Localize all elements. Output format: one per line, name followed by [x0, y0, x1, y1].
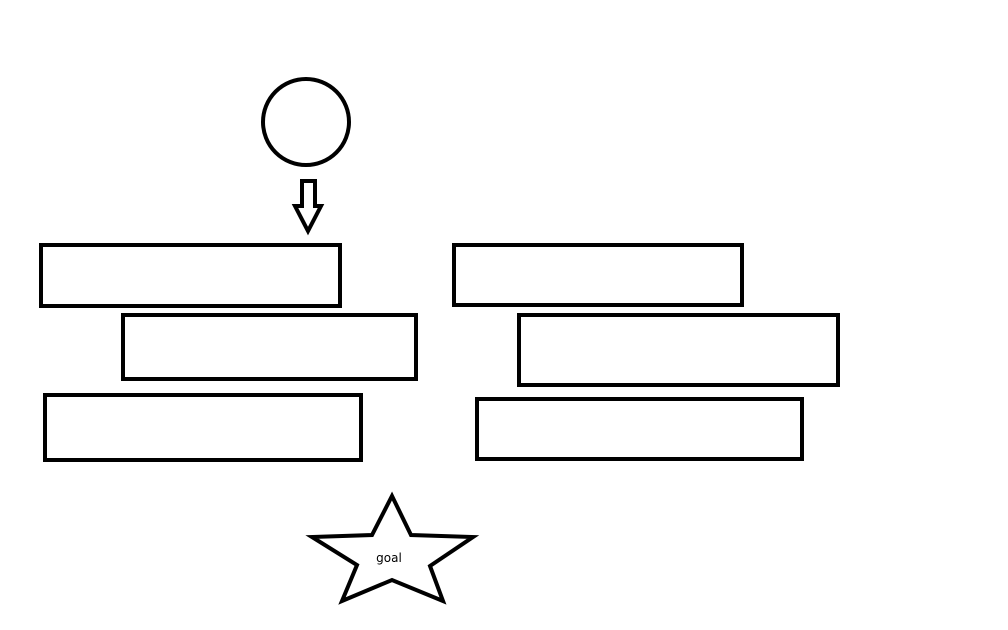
- goal-star-icon: [305, 491, 480, 605]
- right-platform-middle: [517, 313, 840, 387]
- start-circle: [261, 77, 351, 167]
- right-platform-top: [452, 243, 744, 307]
- left-platform-middle: [121, 313, 418, 381]
- left-platform-top: [39, 243, 342, 308]
- left-platform-bottom: [43, 393, 363, 462]
- right-platform-bottom: [475, 397, 804, 461]
- goal-label: goal: [376, 551, 402, 565]
- down-arrow-icon: [291, 179, 325, 236]
